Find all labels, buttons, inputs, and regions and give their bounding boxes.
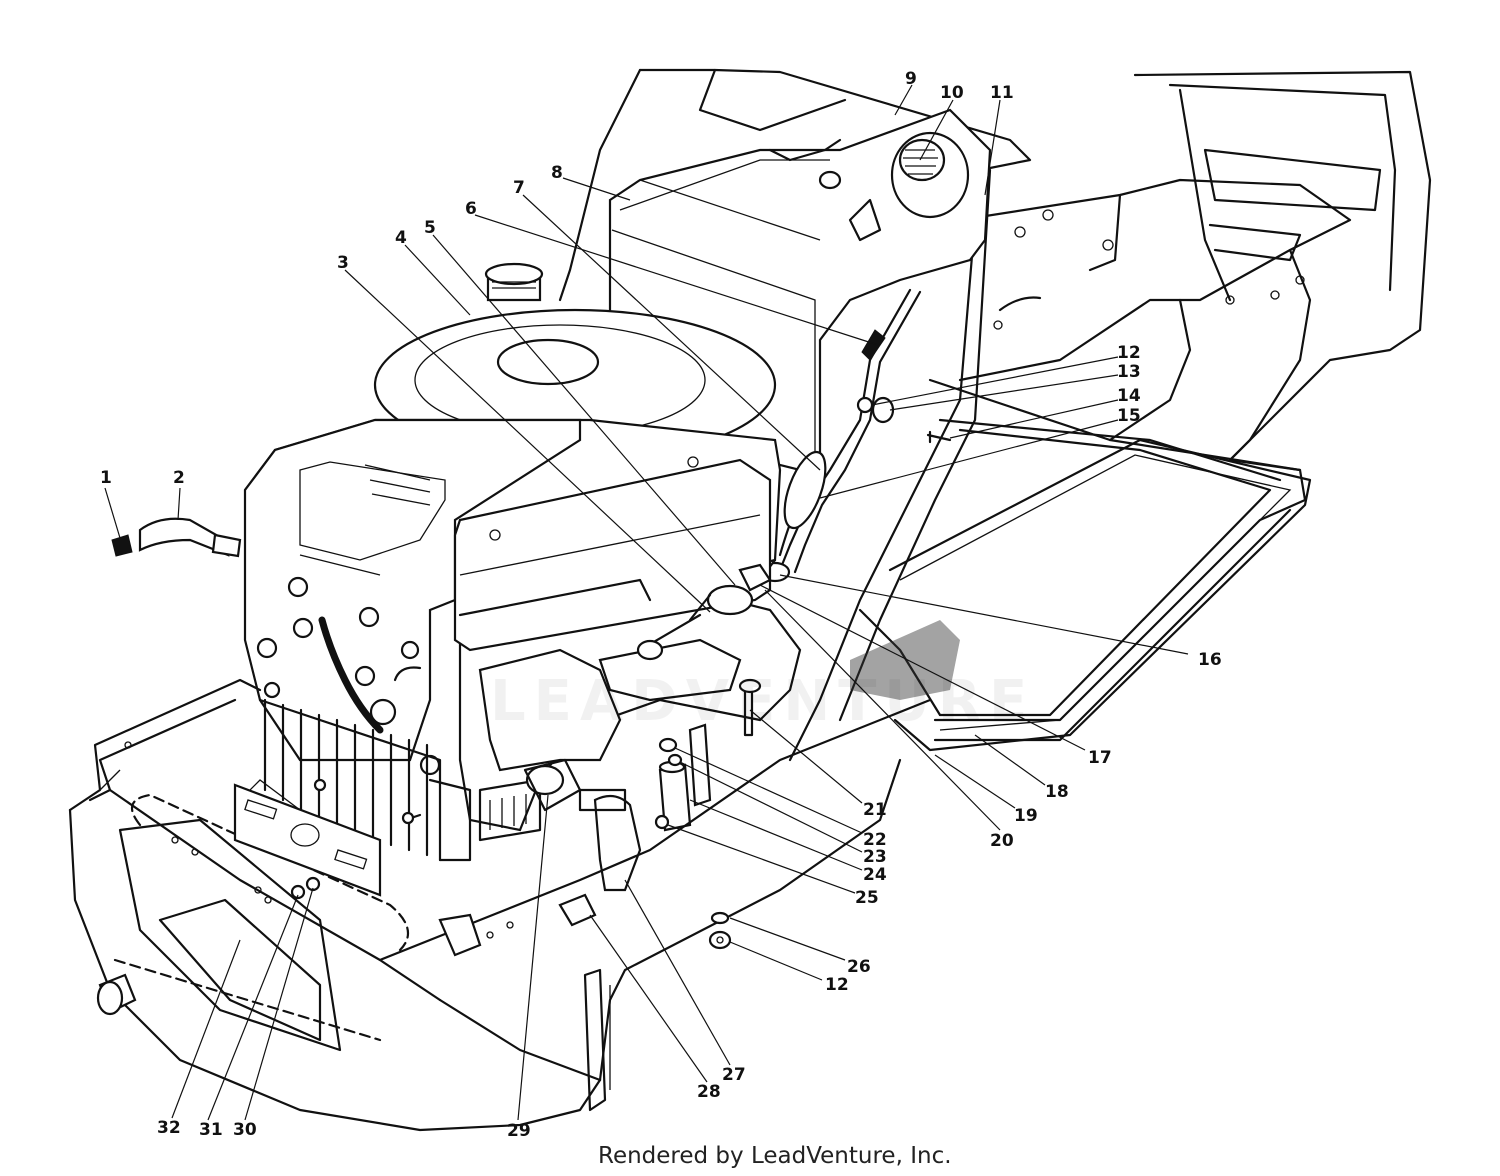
callout-19: 19 [1014, 806, 1038, 826]
callout-25: 25 [855, 888, 879, 908]
watermark: LEADVENTURE [490, 669, 1035, 734]
callout-4: 4 [395, 228, 407, 248]
hardware [111, 396, 952, 950]
leader-lines [104, 84, 1189, 1121]
callout-1: 1 [100, 468, 112, 488]
callout-29: 29 [507, 1121, 531, 1141]
callout-30: 30 [233, 1120, 257, 1140]
callout-2: 2 [173, 468, 185, 488]
callout-9: 9 [905, 69, 917, 89]
oil-fill-tube [578, 723, 712, 892]
callout-22: 22 [863, 830, 887, 850]
callout-17: 17 [1088, 748, 1112, 768]
callout-11: 11 [990, 83, 1014, 103]
engine [243, 262, 802, 862]
callout-8: 8 [551, 163, 563, 183]
callout-labels: 1 2 3 4 5 6 7 8 9 10 11 12 13 14 15 16 1… [100, 69, 1222, 1141]
callout-23: 23 [863, 847, 887, 867]
callout-6: 6 [465, 199, 477, 219]
callout-24: 24 [863, 865, 887, 885]
callout-3: 3 [337, 253, 349, 273]
callout-5: 5 [424, 218, 436, 238]
callout-16: 16 [1198, 650, 1222, 670]
callout-18: 18 [1045, 782, 1069, 802]
fuel-line [759, 288, 922, 583]
callout-12-lower: 12 [825, 975, 849, 995]
running-board [850, 438, 1312, 752]
callout-21: 21 [863, 800, 887, 820]
footer-credit: Rendered by LeadVenture, Inc. [598, 1143, 952, 1169]
callout-28: 28 [697, 1082, 721, 1102]
callout-32: 32 [157, 1118, 181, 1138]
muffler [96, 783, 482, 1042]
callout-13: 13 [1117, 362, 1141, 382]
callout-26: 26 [847, 957, 871, 977]
cooling-fins [258, 698, 472, 862]
callout-27: 27 [722, 1065, 746, 1085]
callout-15: 15 [1117, 406, 1141, 426]
callout-31: 31 [199, 1120, 223, 1140]
callout-14: 14 [1117, 386, 1141, 406]
frame-rear-body [958, 70, 1432, 472]
callout-12-upper: 12 [1117, 343, 1141, 363]
callout-10: 10 [940, 83, 964, 103]
callout-7: 7 [513, 178, 525, 198]
callout-20: 20 [990, 831, 1014, 851]
